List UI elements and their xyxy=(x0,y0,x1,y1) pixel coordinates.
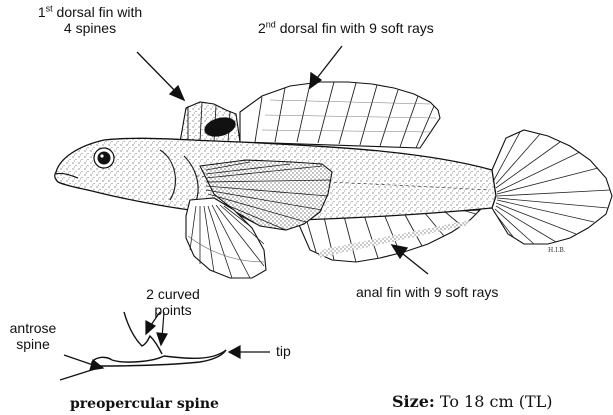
caudal-fin xyxy=(492,130,612,244)
artist-signature: H.I.B. xyxy=(548,247,566,254)
first-dorsal-fin xyxy=(180,102,240,142)
size-label: Size: xyxy=(392,392,435,411)
size-note: Size: To 18 cm (TL) xyxy=(392,392,553,411)
anal-fin-label: anal fin with 9 soft rays xyxy=(356,284,498,300)
second-dorsal-fin xyxy=(240,82,440,148)
preopercular-spine-caption: preopercular spine xyxy=(70,396,219,412)
second-dorsal-fin-label: 2nd dorsal fin with 9 soft rays xyxy=(258,20,434,36)
first-dorsal-fin-label: 1st dorsal fin with 4 spines xyxy=(30,4,150,36)
detail-arrows xyxy=(60,312,270,380)
size-value: To 18 cm (TL) xyxy=(440,392,553,411)
tip-label: tip xyxy=(276,343,291,359)
